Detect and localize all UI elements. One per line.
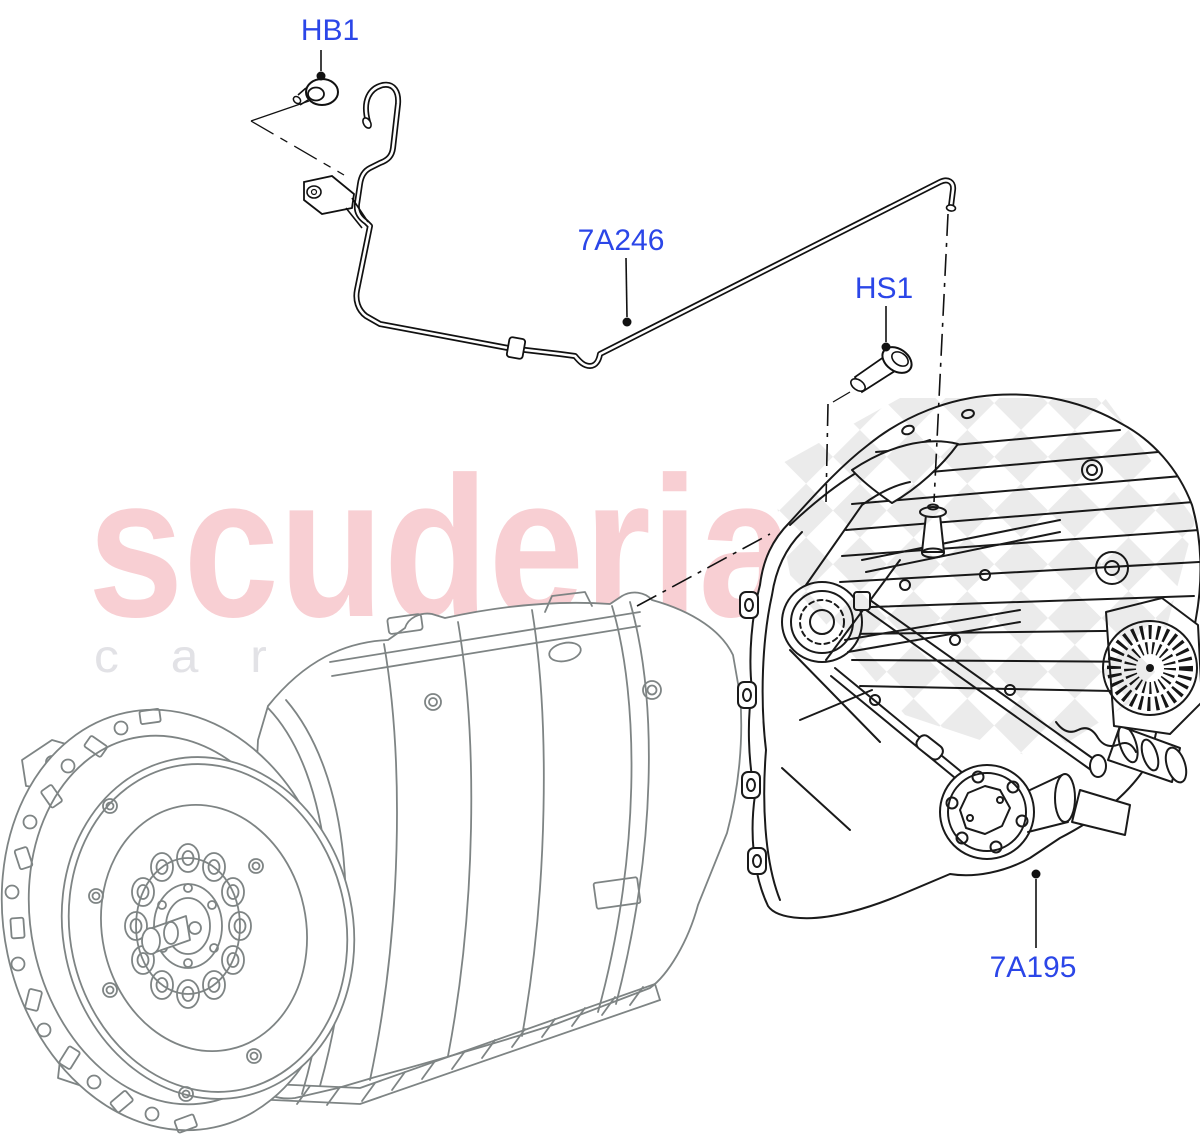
rear-output-shaft	[1071, 724, 1188, 836]
tube-clip	[505, 336, 527, 360]
callout-7a246[interactable]: 7A246	[578, 224, 665, 257]
leader-dot-hb1	[316, 71, 326, 81]
watermark-checker-flag	[770, 398, 1195, 760]
bolt-boss-ring	[124, 843, 252, 1009]
leader-dot-7a195	[1031, 869, 1041, 879]
tube-alignment-dash	[933, 213, 949, 503]
output-flange	[939, 764, 1076, 860]
vent-tube-assembly	[250, 78, 957, 403]
bolt	[832, 346, 913, 403]
flexplate	[60, 756, 356, 1102]
case-alignment-dash	[636, 533, 771, 607]
front-flange-tabs	[737, 591, 767, 875]
leader-dot-hs1	[881, 342, 891, 352]
bolt-alignment-dash	[825, 403, 829, 503]
grommet	[292, 78, 339, 106]
leader-dot-7a246	[622, 317, 632, 327]
leader-lines	[316, 50, 1041, 948]
callout-7a195[interactable]: 7A195	[990, 951, 1077, 984]
alignment-lines	[250, 100, 345, 176]
callout-hb1[interactable]: HB1	[301, 14, 359, 47]
tube-bracket	[303, 175, 369, 229]
callout-hs1[interactable]: HS1	[855, 272, 913, 305]
transmission-drawing	[0, 591, 743, 1134]
